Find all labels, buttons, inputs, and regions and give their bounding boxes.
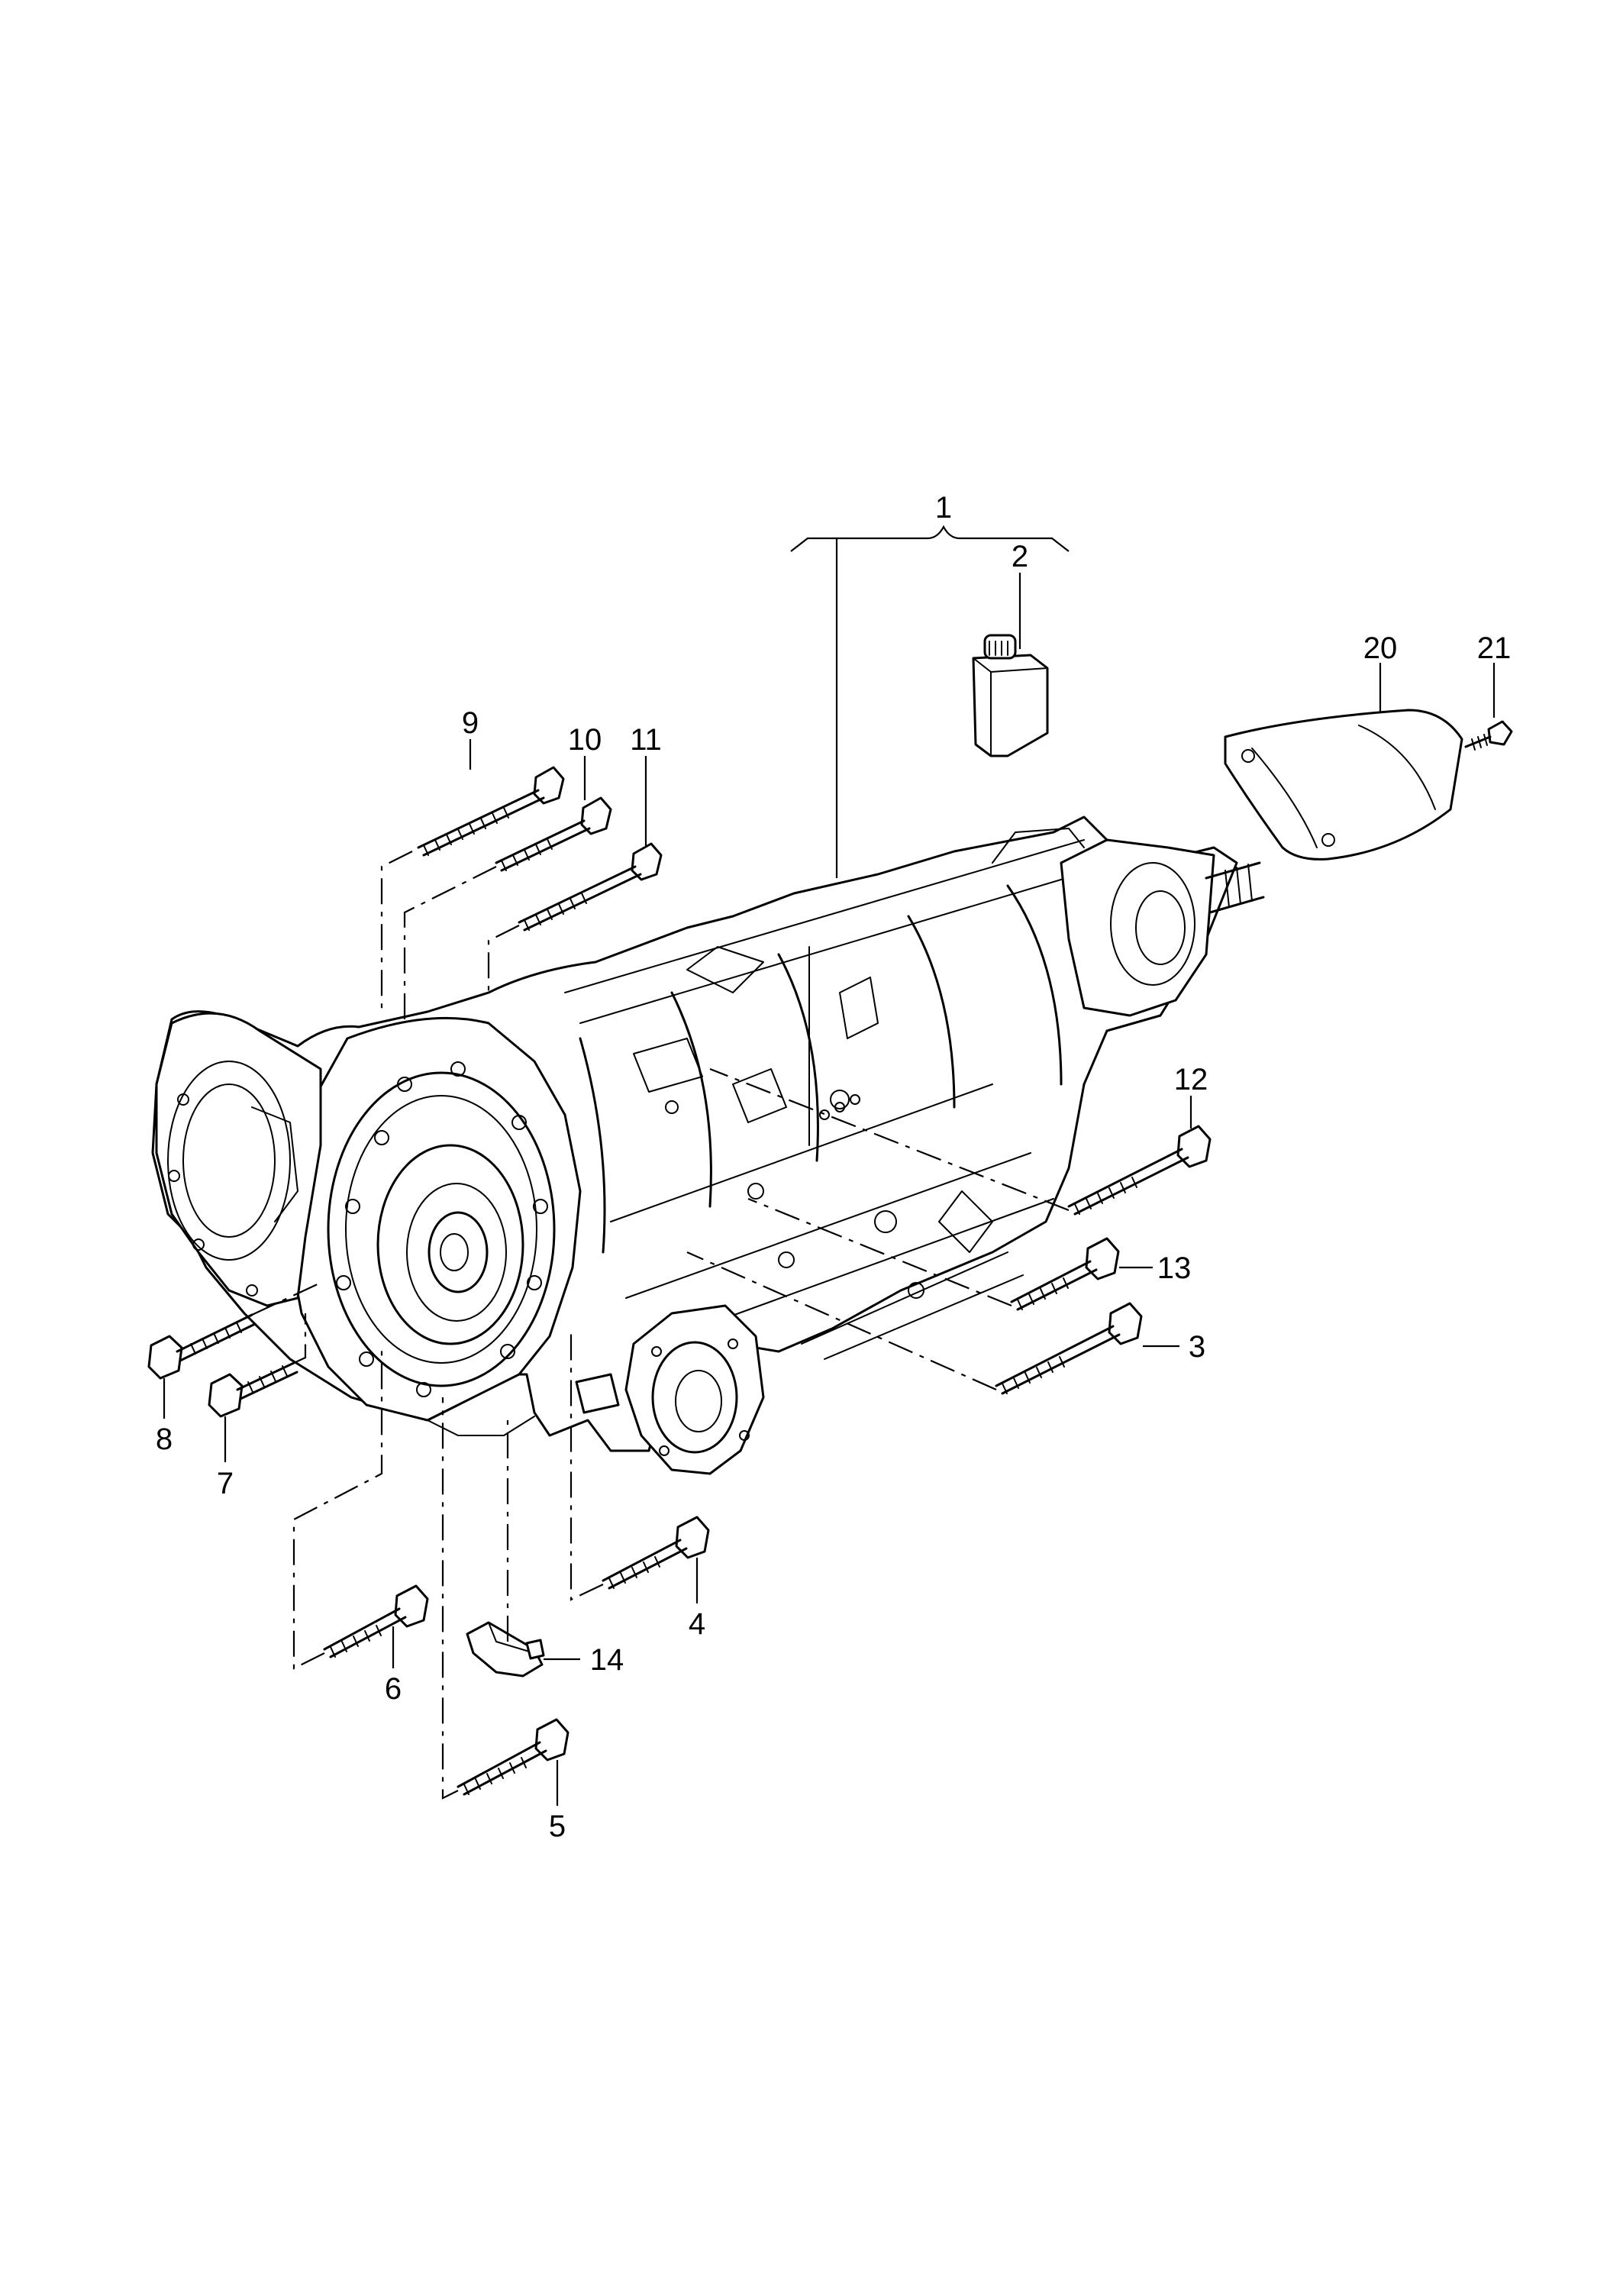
screw-part-21 [1464,663,1513,751]
callout-10: 10 [568,723,602,757]
bolt-part-11 [518,756,663,932]
callout-21: 21 [1477,631,1512,665]
bolt-part-9 [417,739,565,857]
callout-20: 20 [1363,631,1398,665]
callout-labels: 1 2 20 21 9 10 11 12 13 3 8 7 4 14 6 5 [156,491,1511,1843]
callout-12: 12 [1174,1063,1208,1096]
callout-11: 11 [630,723,662,757]
oil-bottle-part [972,573,1049,757]
bolt-part-8 [147,1313,257,1419]
callout-4: 4 [689,1607,705,1641]
bolt-part-7 [208,1361,298,1462]
callout-3: 3 [1189,1330,1205,1364]
bolt-part-12 [1067,1096,1212,1216]
callout-9: 9 [462,706,479,740]
bolt-part-5 [457,1718,570,1806]
bolt-part-6 [323,1584,429,1668]
bolt-part-10 [495,756,612,872]
bolt-part-13 [1010,1237,1153,1311]
callout-13: 13 [1157,1251,1192,1285]
callout-5: 5 [549,1810,566,1843]
callout-7: 7 [217,1467,234,1500]
transmission-assembly [151,815,1265,1475]
callout-1: 1 [935,491,952,525]
callout-8: 8 [156,1422,173,1456]
callout-6: 6 [385,1672,402,1706]
heat-shield-cover-part [1224,663,1463,861]
bolt-part-3 [995,1302,1179,1395]
assembly-leader-lines [251,851,1070,1800]
callout-2: 2 [1012,540,1028,573]
assembly-bracket-1 [790,525,1070,878]
bolt-part-4 [602,1516,710,1603]
clip-part-14 [466,1621,580,1678]
callout-14: 14 [590,1643,624,1677]
